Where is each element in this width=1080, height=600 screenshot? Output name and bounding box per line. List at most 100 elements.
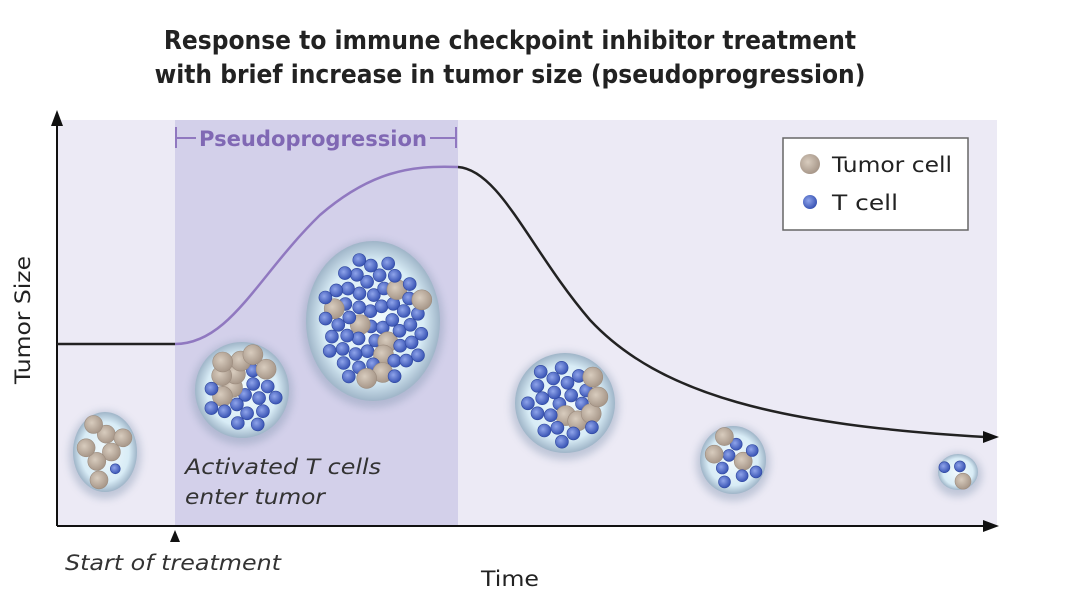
legend-t-cell-label: T cell	[831, 191, 898, 215]
t-cell	[749, 465, 763, 479]
t-cell	[338, 266, 352, 280]
t-cell	[360, 344, 375, 359]
tumor-baseline	[69, 411, 141, 499]
tumor-cell	[255, 358, 277, 380]
t-cell	[718, 475, 731, 489]
t-cell	[341, 281, 355, 296]
t-cell	[537, 423, 552, 438]
t-cell	[350, 267, 364, 282]
y-axis-label: Tumor Size	[11, 256, 35, 385]
tumor-cell	[212, 351, 233, 373]
tumor-cell	[715, 427, 734, 446]
t-cell	[414, 326, 429, 341]
t-cell	[411, 348, 425, 363]
t-cell	[374, 299, 389, 314]
x-axis-label: Time	[480, 567, 539, 591]
t-cell	[745, 444, 759, 457]
legend-t-cell-swatch	[803, 195, 817, 209]
t-cell	[530, 378, 545, 393]
tumor-cell	[89, 470, 109, 490]
t-cell	[387, 369, 402, 384]
curve-arrow	[983, 431, 999, 443]
t-cell	[566, 426, 581, 441]
t-cell	[387, 268, 402, 283]
legend-tumor-cell-label: Tumor cell	[831, 153, 952, 177]
t-cell	[735, 469, 749, 483]
tumor-cell	[954, 472, 972, 490]
t-cell	[393, 338, 408, 353]
t-cell	[585, 420, 599, 435]
t-cell	[399, 353, 414, 368]
t-cell	[554, 360, 569, 375]
t-cell	[396, 304, 411, 318]
tumor-residual	[934, 453, 982, 497]
legend: Tumor cell T cell	[782, 137, 969, 231]
t-cell	[954, 460, 966, 473]
t-cell	[364, 258, 378, 273]
t-cell	[351, 331, 366, 346]
t-cell	[560, 375, 575, 390]
t-cell	[318, 290, 333, 305]
t-cell	[535, 391, 550, 406]
t-cell	[385, 313, 400, 327]
t-cell	[341, 369, 356, 384]
diagram-title: Response to immune checkpoint inhibitor …	[51, 24, 969, 92]
t-cell	[564, 388, 579, 403]
t-cell	[715, 461, 729, 475]
tumor-cluster-group	[69, 240, 982, 501]
t-cell	[260, 379, 275, 394]
legend-box	[782, 137, 969, 231]
curve-regression	[457, 165, 986, 439]
t-cell	[372, 268, 387, 283]
title-line-2: with brief increase in tumor size (pseud…	[154, 60, 866, 90]
t-cell	[381, 256, 396, 271]
t-cell	[331, 317, 346, 332]
t-cell	[246, 377, 260, 391]
pseudoprogression-bracket	[175, 127, 457, 148]
t-cell	[348, 347, 363, 361]
x-axis-arrow	[983, 520, 999, 532]
curve-pseudoprogression	[174, 165, 459, 346]
t-cell	[318, 311, 333, 326]
tumor-early-infiltration	[191, 341, 293, 445]
t-cell	[938, 461, 951, 474]
t-cell	[110, 463, 121, 475]
t-cell	[240, 406, 254, 421]
t-cell	[403, 317, 418, 332]
tumor-cell	[76, 438, 96, 458]
t-cell	[204, 401, 219, 415]
t-cell	[729, 437, 743, 451]
tumor-cell	[582, 366, 604, 388]
t-cell	[402, 277, 417, 291]
start-of-treatment-label: Start of treatment	[65, 551, 282, 575]
activated-t-cells-line-2: enter tumor	[185, 485, 327, 509]
t-cell	[360, 274, 374, 289]
tumor-cell	[704, 444, 724, 464]
tumor-cell	[587, 386, 609, 408]
tumor-cell	[84, 415, 103, 434]
t-cell	[340, 328, 355, 343]
y-axis-arrow	[51, 110, 63, 126]
legend-tumor-cell-swatch	[800, 154, 820, 174]
t-cell	[342, 310, 357, 325]
t-cell	[366, 288, 381, 302]
t-cell	[336, 356, 351, 370]
t-cell	[325, 329, 339, 344]
t-cell	[722, 449, 736, 462]
start-treatment-marker	[170, 530, 180, 542]
t-cell	[555, 434, 569, 449]
t-cell	[352, 286, 367, 301]
activated-t-cells-line-1: Activated T cells	[183, 455, 381, 479]
tumor-cell	[113, 428, 133, 448]
t-cell	[543, 408, 558, 423]
tumor-cell	[356, 368, 378, 389]
tumor-cell	[242, 344, 264, 365]
t-cell	[352, 253, 367, 267]
t-cell	[329, 283, 344, 298]
t-cell	[231, 416, 245, 430]
title-line-1: Response to immune checkpoint inhibitor …	[163, 26, 857, 56]
t-cell	[230, 397, 244, 412]
t-cell	[352, 300, 367, 315]
t-cell	[404, 335, 419, 350]
